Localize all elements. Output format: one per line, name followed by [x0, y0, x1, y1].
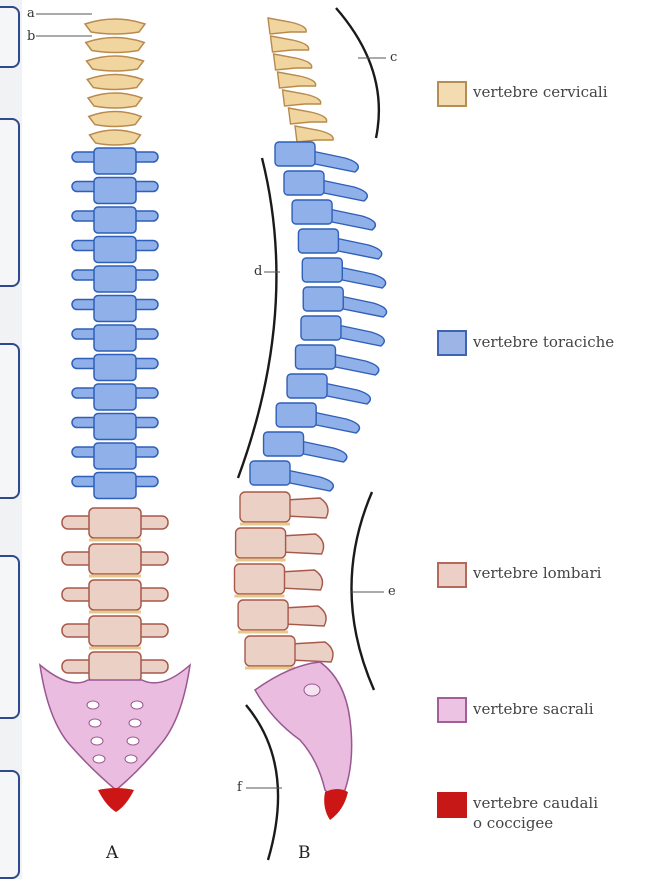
- sacral-foramen: [93, 755, 105, 763]
- thoracic-vertebra-side: [276, 403, 316, 427]
- thoracic-vertebra-side: [295, 345, 335, 369]
- thoracic-vertebra: [94, 355, 136, 381]
- spine-front-view: [40, 19, 190, 812]
- cervical-curve-bracket: [336, 8, 379, 138]
- lumbar-spinous-process: [281, 534, 324, 554]
- legend-label-lumbar: vertebre lombari: [473, 564, 601, 583]
- cervical-vertebra-side: [278, 72, 316, 88]
- thoracic-vertebra: [94, 237, 136, 263]
- thoracic-vertebra: [94, 325, 136, 351]
- thoracic-vertebra: [94, 296, 136, 322]
- lumbar-vertebra-side: [240, 492, 290, 522]
- lumbar-vertebra: [89, 580, 141, 610]
- view-label-side: B: [298, 843, 311, 863]
- cervical-vertebra-side: [283, 90, 321, 106]
- lumbar-spinous-process: [283, 606, 326, 626]
- lumbar-spinous-process: [285, 498, 328, 518]
- cervical-vertebra: [89, 112, 142, 127]
- thoracic-vertebra: [94, 207, 136, 233]
- view-label-front: A: [106, 843, 118, 863]
- sacral-foramen: [91, 737, 103, 745]
- sacral-detail: [304, 684, 320, 696]
- thoracic-vertebra-side: [302, 258, 342, 282]
- thoracic-vertebra: [94, 178, 136, 204]
- thoracic-vertebra-side: [298, 229, 338, 253]
- cervical-vertebra-side: [295, 126, 333, 142]
- cervical-vertebra-side: [268, 18, 306, 34]
- legend-label-thoracic: vertebre toraciche: [473, 333, 614, 352]
- thoracic-vertebra-side: [287, 374, 327, 398]
- thoracic-vertebra-side: [301, 316, 341, 340]
- thoracic-vertebra: [94, 148, 136, 174]
- cervical-vertebra: [87, 56, 144, 71]
- thoracic-vertebra-side: [303, 287, 343, 311]
- thoracic-vertebra: [94, 443, 136, 469]
- coccyx-side: [324, 789, 348, 820]
- cervical-vertebra: [86, 38, 145, 53]
- legend-swatch-thoracic: [437, 330, 467, 356]
- lumbar-vertebra-side: [245, 636, 295, 666]
- thoracic-vertebra: [94, 473, 136, 499]
- cervical-vertebra: [85, 19, 145, 34]
- sacral-foramen: [89, 719, 101, 727]
- lumbar-vertebra-side: [236, 528, 286, 558]
- lumbar-vertebra: [89, 508, 141, 538]
- thoracic-vertebra-side: [292, 200, 332, 224]
- lumbar-spinous-process: [290, 642, 333, 662]
- lumbar-spinous-process: [280, 570, 323, 590]
- cervical-vertebra: [87, 75, 143, 90]
- sacral-foramen: [125, 755, 137, 763]
- thoracic-vertebra-side: [250, 461, 290, 485]
- label-e: e: [388, 584, 396, 599]
- legend-swatch-sacral: [437, 697, 467, 723]
- lumbar-vertebra-side: [235, 564, 285, 594]
- sacral-foramen: [87, 701, 99, 709]
- sacral-foramen: [129, 719, 141, 727]
- cervical-vertebra: [88, 93, 142, 108]
- thoracic-vertebra: [94, 414, 136, 440]
- thoracic-vertebra-side: [284, 171, 324, 195]
- thoracic-vertebra: [94, 384, 136, 410]
- lumbar-vertebra: [89, 652, 141, 682]
- legend-swatch-cervical: [437, 81, 467, 107]
- legend-label-coccygeal-2: o coccigee: [473, 814, 553, 833]
- cervical-vertebra-side: [271, 36, 309, 52]
- label-f: f: [237, 780, 242, 795]
- thoracic-vertebra: [94, 266, 136, 292]
- sacrum: [40, 665, 190, 790]
- sacral-foramen: [131, 701, 143, 709]
- legend-swatch-coccygeal: [437, 792, 467, 818]
- lumbar-vertebra-side: [238, 600, 288, 630]
- cervical-vertebra-side: [274, 54, 312, 70]
- label-d: d: [254, 264, 262, 279]
- cervical-vertebra: [90, 130, 141, 145]
- label-a: a: [27, 6, 35, 21]
- sacrum-side: [255, 662, 352, 795]
- sacral-foramen: [127, 737, 139, 745]
- label-c: c: [390, 50, 397, 65]
- thoracic-vertebra-side: [264, 432, 304, 456]
- coccyx: [98, 788, 134, 812]
- lumbar-vertebra: [89, 544, 141, 574]
- legend-swatch-lumbar: [437, 562, 467, 588]
- legend-label-cervical: vertebre cervicali: [473, 83, 608, 102]
- thoracic-curve-bracket: [238, 158, 276, 478]
- legend-label-sacral: vertebre sacrali: [473, 700, 594, 719]
- thoracic-vertebra-side: [275, 142, 315, 166]
- lumbar-curve-bracket: [351, 492, 374, 690]
- sacral-curve-bracket: [246, 705, 278, 860]
- label-b: b: [27, 29, 35, 44]
- cervical-vertebra-side: [289, 108, 327, 124]
- lumbar-vertebra: [89, 616, 141, 646]
- legend-label-coccygeal: vertebre caudali: [473, 794, 598, 813]
